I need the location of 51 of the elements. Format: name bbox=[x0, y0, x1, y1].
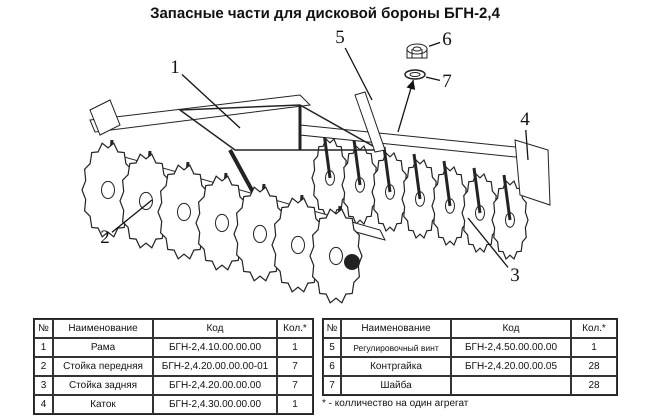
name-cell: Контргайка bbox=[341, 357, 451, 376]
code-cell: БГН-2,4.20.00.00.00 bbox=[153, 376, 277, 395]
number-cell: 3 bbox=[34, 376, 53, 395]
header-number-cell: № bbox=[323, 319, 341, 338]
code-cell: БГН-2,4.50.00.00.00 bbox=[451, 338, 571, 357]
callout-number: 7 bbox=[440, 72, 454, 92]
footnote: * - колличество на один агрегат bbox=[322, 398, 468, 409]
quantity-cell: 28 bbox=[571, 357, 617, 376]
number-cell: 1 bbox=[34, 338, 53, 357]
quantity-cell: 7 bbox=[277, 376, 313, 395]
callout-number: 1 bbox=[168, 58, 182, 78]
quantity-cell: 7 bbox=[277, 357, 313, 376]
leader-line bbox=[426, 76, 440, 82]
callout-number: 6 bbox=[440, 30, 454, 50]
quantity-cell: 1 bbox=[277, 338, 313, 357]
number-cell: 6 bbox=[323, 357, 341, 376]
diagram-title: Запасные части для дисковой бороны БГН-2,4 bbox=[149, 5, 501, 22]
code-cell: БГН-2,4.20.00.00.00-01 bbox=[153, 357, 277, 376]
leader-line bbox=[344, 48, 373, 100]
name-cell: Шайба bbox=[341, 376, 451, 395]
callout-number: 3 bbox=[508, 266, 522, 286]
leader-line bbox=[428, 42, 440, 47]
washer-drawing bbox=[404, 69, 426, 80]
code-cell: БГН-2,4.20.00.00.05 bbox=[451, 357, 571, 376]
arrow bbox=[397, 80, 416, 132]
header-quantity-cell: Кол.* bbox=[571, 319, 617, 338]
name-cell: Каток bbox=[53, 395, 153, 414]
name-cell: Рама bbox=[53, 338, 153, 357]
name-cell: Стойка задняя bbox=[53, 376, 153, 395]
header-number-cell: № bbox=[34, 319, 53, 338]
header-quantity-cell: Кол.* bbox=[277, 319, 313, 338]
header-code-cell: Код bbox=[153, 319, 277, 338]
code-cell: БГН-2,4.30.00.00.00 bbox=[153, 395, 277, 414]
quantity-cell: 1 bbox=[571, 338, 617, 357]
number-cell: 2 bbox=[34, 357, 53, 376]
quantity-cell: 28 bbox=[571, 376, 617, 395]
number-cell: 5 bbox=[323, 338, 341, 357]
code-cell: БГН-2,4.10.00.00.00 bbox=[153, 338, 277, 357]
leader-line bbox=[468, 218, 508, 268]
header-name-cell: Наименование bbox=[53, 319, 153, 338]
callout-number: 5 bbox=[333, 28, 347, 48]
name-cell: Стойка передняя bbox=[53, 357, 153, 376]
number-cell: 4 bbox=[34, 395, 53, 414]
number-cell: 7 bbox=[323, 376, 341, 395]
header-name-cell: Наименование bbox=[341, 319, 451, 338]
leader-line bbox=[182, 74, 240, 128]
callout-number: 4 bbox=[518, 110, 532, 130]
quantity-cell: 1 bbox=[277, 395, 313, 414]
name-cell: Регулировочный винт bbox=[341, 338, 451, 357]
header-code-cell: Код bbox=[451, 319, 571, 338]
castle-nut-drawing bbox=[405, 42, 429, 59]
